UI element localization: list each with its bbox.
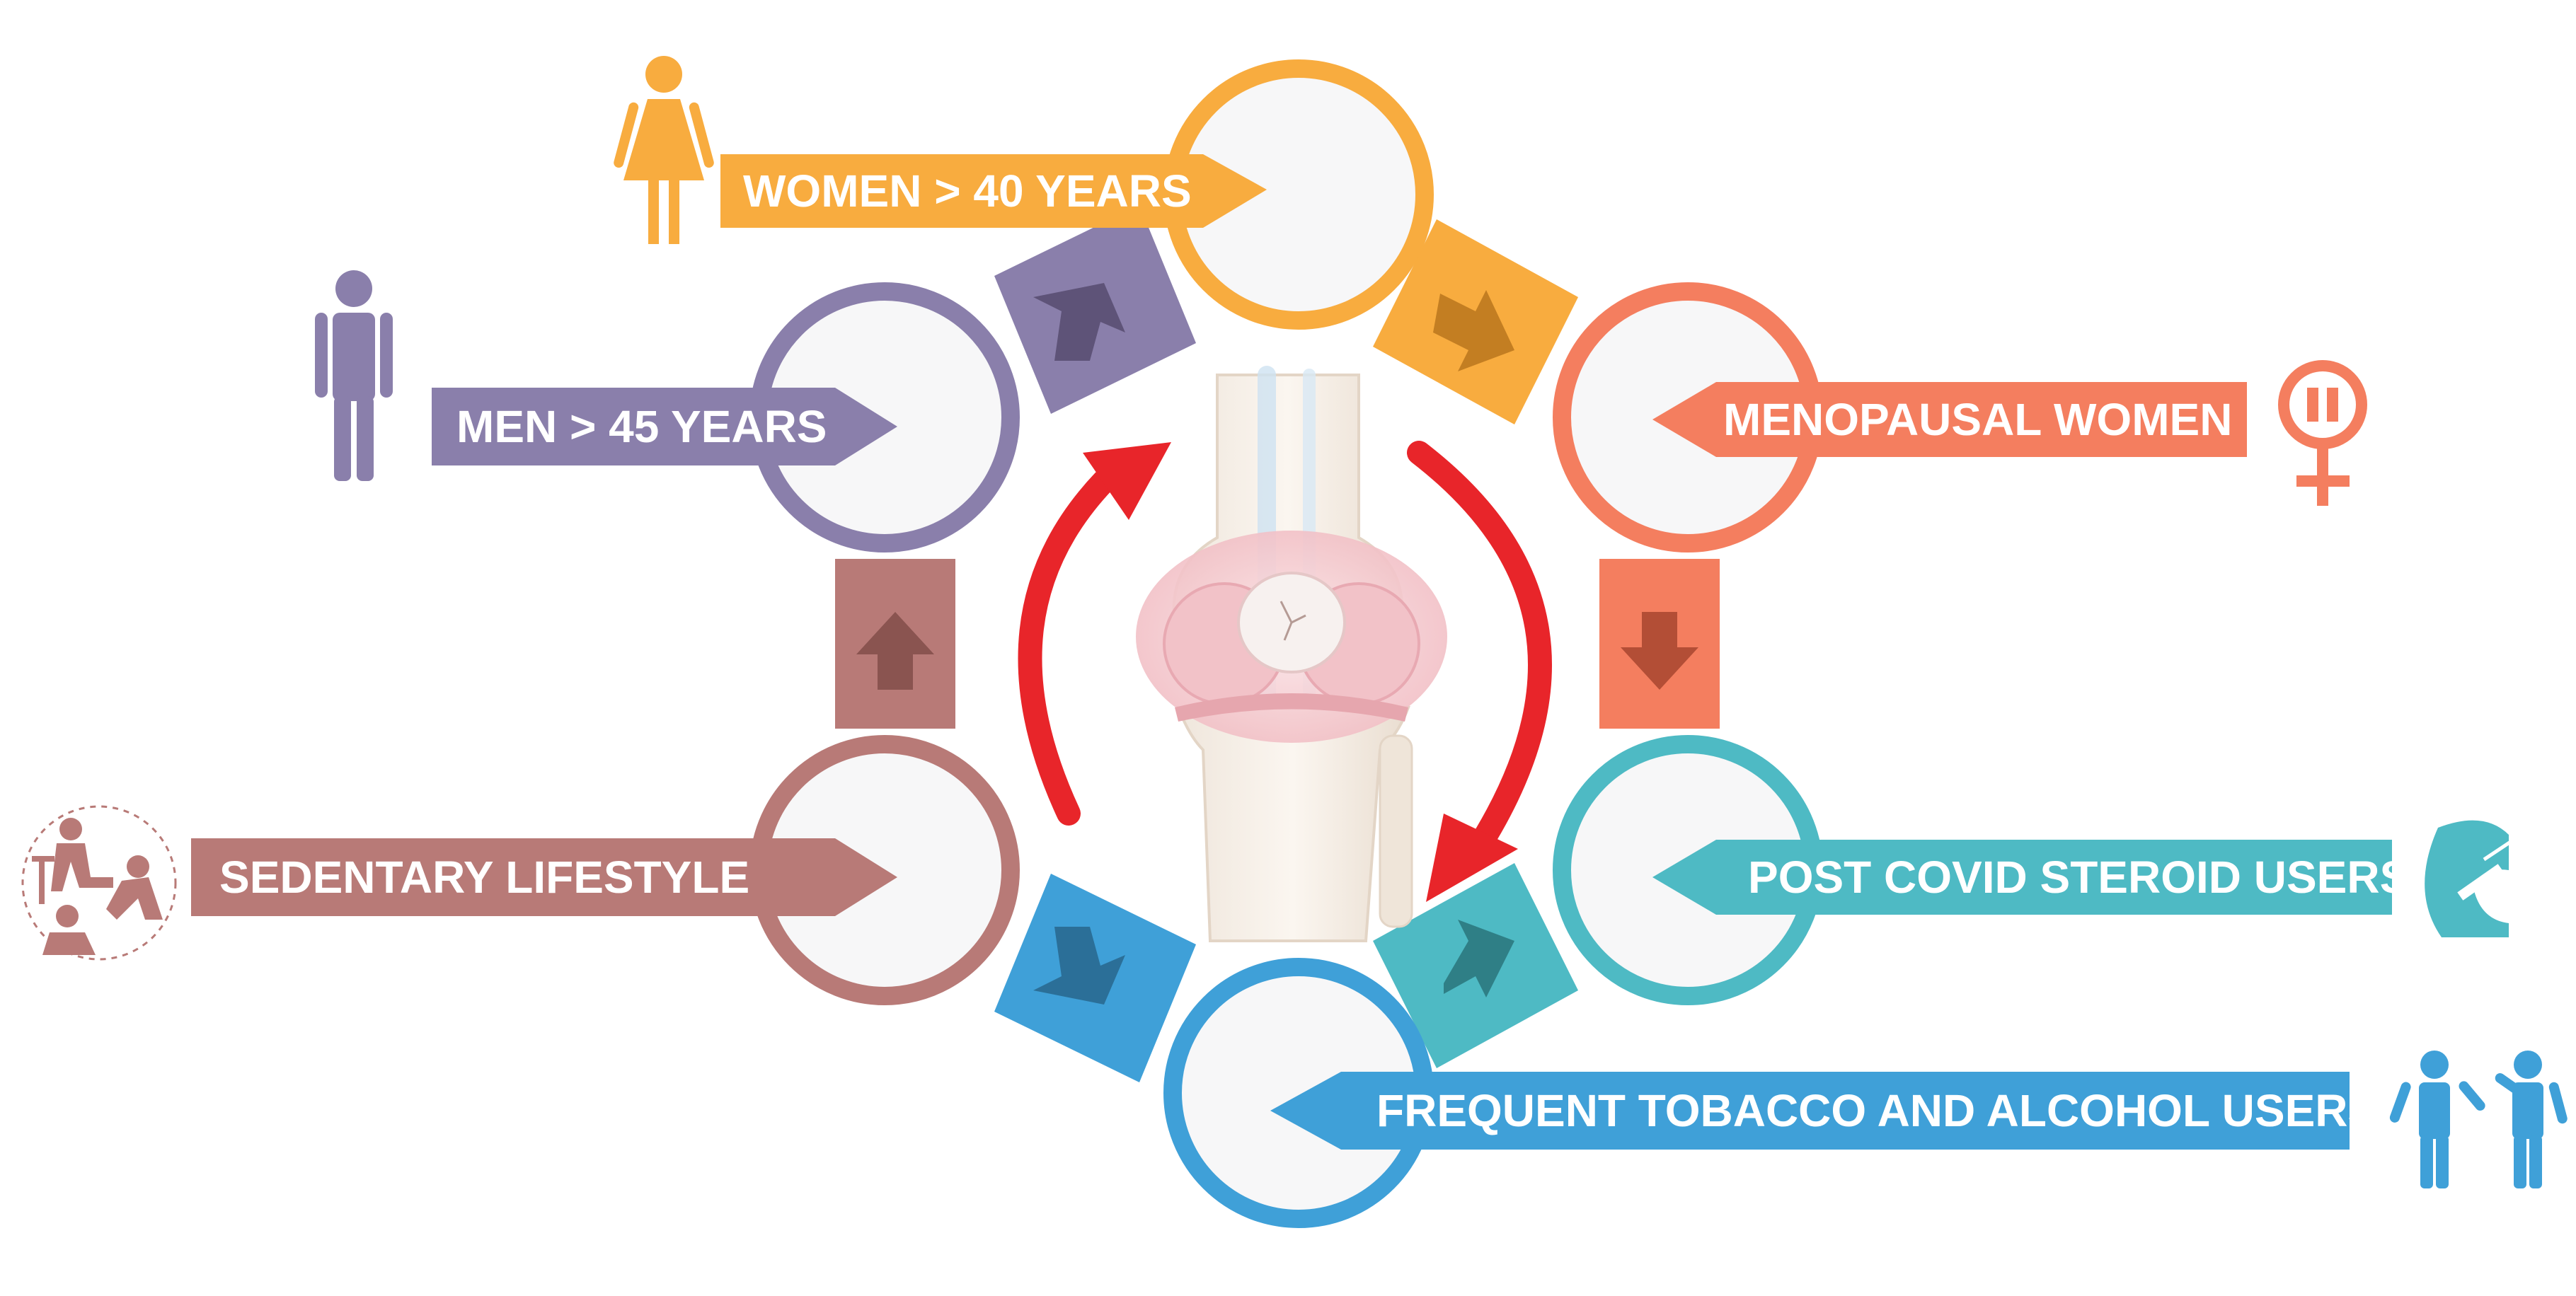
label-tobacco: FREQUENT TOBACCO AND ALCOHOL USERS xyxy=(1376,1085,2378,1136)
cycle-arrow-right xyxy=(1407,441,1552,902)
cycle-arrow-left xyxy=(1018,442,1171,826)
connector-men-to-sedentary xyxy=(835,559,955,729)
banner-women: WOMEN > 40 YEARS xyxy=(720,154,1267,228)
knee-joint-icon xyxy=(1136,366,1447,942)
arm-injection-icon xyxy=(2425,820,2517,937)
woman-icon xyxy=(614,56,714,244)
connector-men-to-women xyxy=(994,205,1196,414)
smoking-drinking-people-icon xyxy=(2389,1051,2568,1188)
label-men: MEN > 45 YEARS xyxy=(456,401,827,452)
female-symbol-icon xyxy=(2278,360,2367,506)
connector-covid-to-tobacco xyxy=(1373,863,1578,1068)
banner-covid: POST COVID STEROID USERS xyxy=(1652,840,2410,915)
label-menopausal: MENOPAUSAL WOMEN xyxy=(1723,394,2232,445)
man-icon xyxy=(315,270,393,481)
banner-men: MEN > 45 YEARS xyxy=(432,388,897,465)
label-covid: POST COVID STEROID USERS xyxy=(1748,852,2410,903)
banner-tobacco: FREQUENT TOBACCO AND ALCOHOL USERS xyxy=(1270,1072,2378,1150)
connector-tobacco-to-sedentary xyxy=(994,874,1196,1082)
label-sedentary: SEDENTARY LIFESTYLE xyxy=(219,852,749,903)
label-women: WOMEN > 40 YEARS xyxy=(743,166,1192,216)
banner-menopausal: MENOPAUSAL WOMEN xyxy=(1652,382,2247,457)
connector-menopausal-to-covid xyxy=(1599,559,1720,729)
connector-women-to-menopausal xyxy=(1373,219,1578,424)
sedentary-people-icon xyxy=(21,805,177,961)
banner-sedentary: SEDENTARY LIFESTYLE xyxy=(191,838,897,916)
